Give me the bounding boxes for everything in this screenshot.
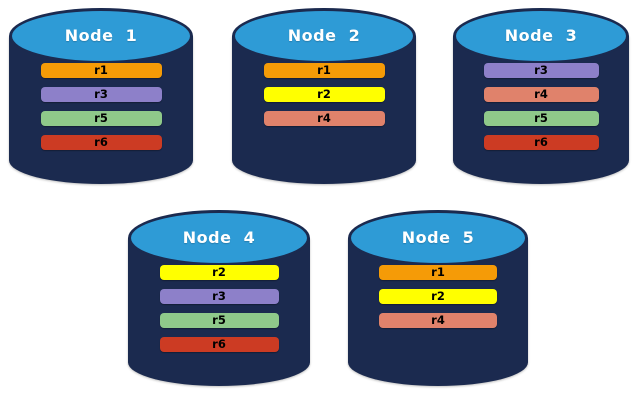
replica-bar[interactable]: r6 (483, 135, 599, 150)
replica-list: r2 r3 r5 r6 (128, 265, 310, 352)
replica-bar[interactable]: r5 (40, 111, 162, 126)
replica-bar[interactable]: r3 (40, 87, 162, 102)
node-cylinder-top (348, 210, 528, 266)
database-node-4[interactable]: Node 4 r2 r3 r5 r6 (128, 210, 310, 386)
replica-list: r3 r4 r5 r6 (453, 63, 629, 150)
node-cylinder-top (232, 8, 416, 64)
node-cylinder-top (128, 210, 310, 266)
node-label: Node 4 (182, 228, 256, 247)
replica-bar[interactable]: r4 (263, 111, 385, 126)
replica-bar[interactable]: r2 (379, 289, 497, 304)
replica-list: r1 r2 r4 (232, 63, 416, 126)
replica-list: r1 r2 r4 (348, 265, 528, 328)
node-label: Node 2 (287, 26, 361, 45)
replica-bar[interactable]: r2 (159, 265, 279, 280)
node-label: Node 1 (64, 26, 138, 45)
node-label: Node 5 (401, 228, 475, 247)
replica-bar[interactable]: r1 (40, 63, 162, 78)
replica-bar[interactable]: r1 (379, 265, 497, 280)
replica-list: r1 r3 r5 r6 (9, 63, 193, 150)
replica-bar[interactable]: r5 (159, 313, 279, 328)
database-node-1[interactable]: Node 1 r1 r3 r5 r6 (9, 8, 193, 184)
replica-bar[interactable]: r5 (483, 111, 599, 126)
node-cylinder-top (9, 8, 193, 64)
database-node-2[interactable]: Node 2 r1 r2 r4 (232, 8, 416, 184)
replica-bar[interactable]: r2 (263, 87, 385, 102)
replica-bar[interactable]: r6 (159, 337, 279, 352)
replica-bar[interactable]: r4 (483, 87, 599, 102)
replica-bar[interactable]: r3 (483, 63, 599, 78)
database-node-5[interactable]: Node 5 r1 r2 r4 (348, 210, 528, 386)
replica-bar[interactable]: r1 (263, 63, 385, 78)
node-label: Node 3 (504, 26, 578, 45)
database-node-3[interactable]: Node 3 r3 r4 r5 r6 (453, 8, 629, 184)
replica-bar[interactable]: r4 (379, 313, 497, 328)
node-cylinder-top (453, 8, 629, 64)
replica-bar[interactable]: r3 (159, 289, 279, 304)
replica-bar[interactable]: r6 (40, 135, 162, 150)
